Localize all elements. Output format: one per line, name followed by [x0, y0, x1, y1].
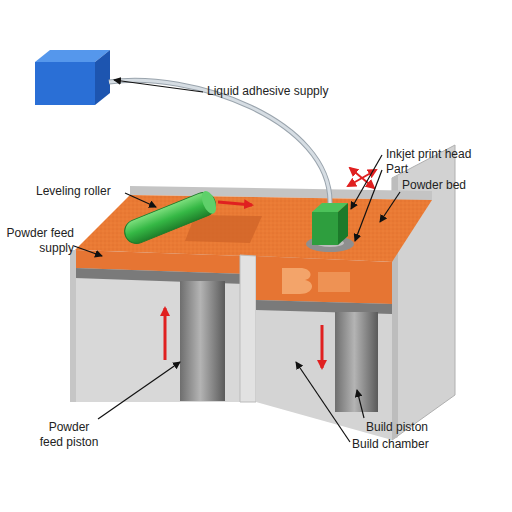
divider-wall [240, 255, 256, 402]
adhesive-box [35, 62, 95, 105]
left-wall [70, 250, 76, 402]
leveling-roller [121, 189, 219, 247]
adhesive-cable [109, 80, 330, 204]
motion-arrow [164, 308, 167, 360]
motion-arrow [218, 202, 252, 205]
part-section [318, 272, 350, 292]
part-label: Inkjet print head [386, 147, 471, 162]
powder-feed-piston [180, 281, 225, 401]
part-label: Powder feed piston [36, 420, 102, 450]
feed-chamber [75, 250, 245, 402]
motion-arrow [321, 325, 324, 368]
part-label: Powder feed supply [4, 226, 74, 256]
part-label: Powder bed [402, 178, 466, 193]
part-label: Build chamber [352, 437, 429, 452]
print-head [312, 212, 338, 245]
build-powder [256, 256, 392, 304]
build-plate [256, 300, 392, 314]
xy-arrows [348, 168, 376, 188]
leader-lines [74, 80, 400, 442]
adhesive-cable [109, 80, 330, 204]
adhesive-box [95, 50, 110, 105]
part-label: Leveling roller [36, 184, 111, 199]
print-head [338, 203, 348, 245]
part-label: Build piston [366, 420, 428, 435]
part-section [282, 268, 312, 294]
build-chamber [256, 256, 392, 440]
part-label: Part [386, 162, 408, 177]
part-label: Liquid adhesive supply [207, 84, 328, 99]
build-piston [335, 312, 378, 412]
